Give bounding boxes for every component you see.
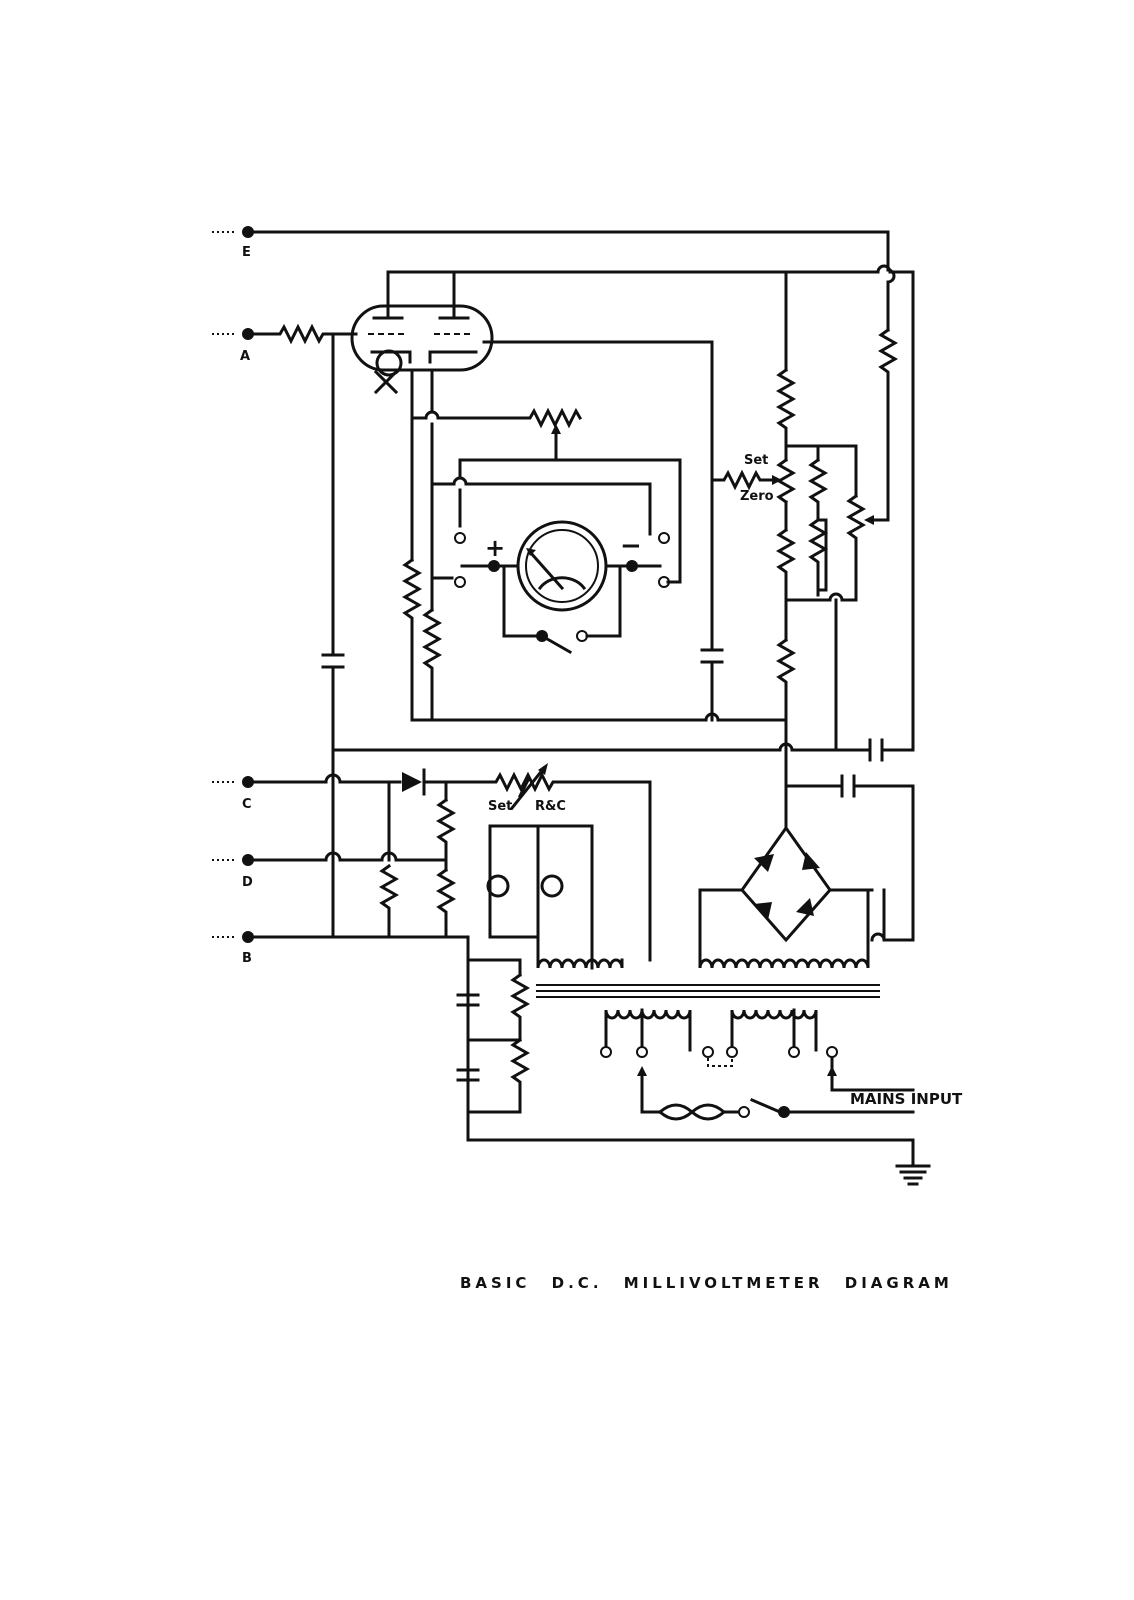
terminal-e-label: E (242, 245, 251, 260)
double-triode-valve (350, 270, 494, 395)
terminal-b-label: B (242, 951, 252, 966)
meter-minus-label: − (620, 531, 642, 561)
terminal-c-label: C (242, 797, 252, 812)
input-terminals: E A C D B (212, 226, 254, 966)
input-network: Set R&C (246, 763, 915, 1142)
smoothing-filter (456, 958, 531, 1114)
set-rc-label-right: R&C (535, 799, 566, 814)
top-wiring (246, 230, 915, 939)
diode-rectifier (402, 772, 422, 792)
meter: + − (454, 520, 682, 655)
terminal-d-label: D (242, 875, 253, 890)
set-rc-label-left: Set (488, 799, 512, 814)
mains-input: MAINS INPUT (637, 1056, 963, 1121)
cathode-resistor-left (401, 557, 423, 722)
pilot-lamps (486, 824, 594, 962)
set-zero-label-top: Set (744, 453, 768, 468)
earth-icon (895, 1138, 931, 1186)
lamp-2-icon (540, 874, 564, 898)
meter-plus-label: + (485, 534, 505, 562)
terminal-a-label: A (240, 349, 250, 364)
set-zero-label-bottom: Zero (740, 489, 774, 504)
cathode-resistor-right (421, 607, 443, 722)
meter-face (516, 520, 608, 612)
meter-bridge-wiring (410, 340, 788, 722)
mains-input-label: MAINS INPUT (850, 1090, 963, 1108)
lamp-1-icon (486, 874, 510, 898)
common-rail (331, 738, 915, 830)
diagram-caption: BASIC D.C. MILLIVOLTMETER DIAGRAM (460, 1274, 953, 1292)
bridge-rectifier (698, 825, 874, 943)
set-zero-network: Set Zero (710, 270, 899, 752)
transformer (536, 784, 915, 1067)
